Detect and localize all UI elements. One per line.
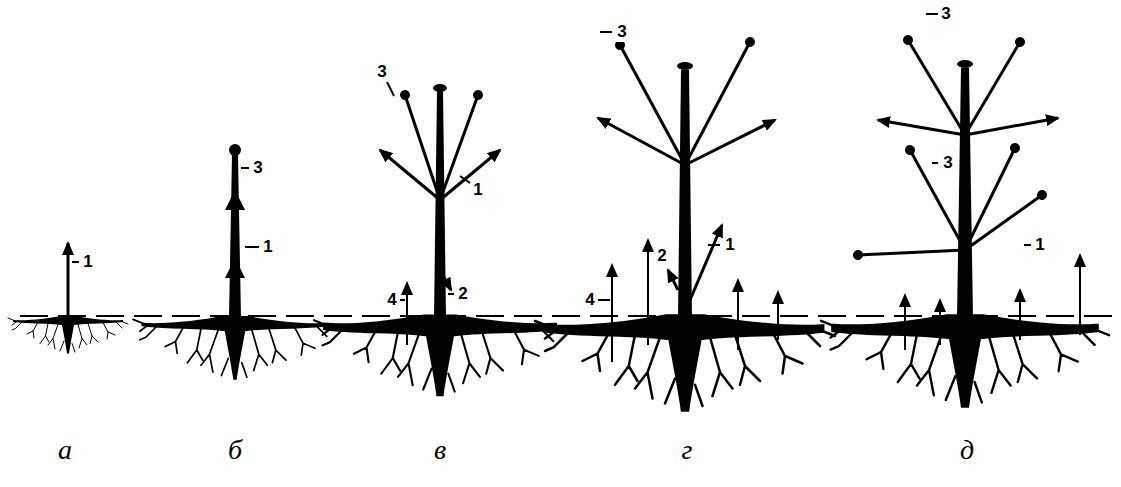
- callout-number: 4: [386, 290, 397, 310]
- callout-number: 1: [724, 235, 735, 255]
- young-tree-c: [314, 84, 566, 395]
- stage-letter: б: [226, 434, 244, 466]
- stage-letter: г: [680, 434, 695, 466]
- stage-letter: а: [56, 434, 74, 466]
- seedling-a: [8, 243, 128, 354]
- sapling-b: [133, 144, 337, 380]
- tree-d: [535, 42, 835, 410]
- callout-number: 1: [1034, 235, 1045, 255]
- callout-number: 3: [376, 62, 387, 82]
- stage-letter: в: [432, 434, 448, 466]
- callout-number: 2: [656, 246, 667, 266]
- tree-e: [821, 40, 1109, 406]
- callout-number: 3: [942, 153, 953, 173]
- callout-number: 3: [940, 4, 951, 24]
- callout-number: 2: [457, 284, 468, 304]
- callout-number: 3: [616, 22, 627, 42]
- leader-lines: [72, 14, 1031, 300]
- callout-number: 1: [262, 237, 273, 257]
- callout-number: 3: [252, 158, 263, 178]
- callout-number: 1: [82, 252, 93, 272]
- stage-letter: д: [958, 434, 976, 466]
- callout-number: 4: [584, 290, 595, 310]
- callout-number: 1: [472, 180, 483, 200]
